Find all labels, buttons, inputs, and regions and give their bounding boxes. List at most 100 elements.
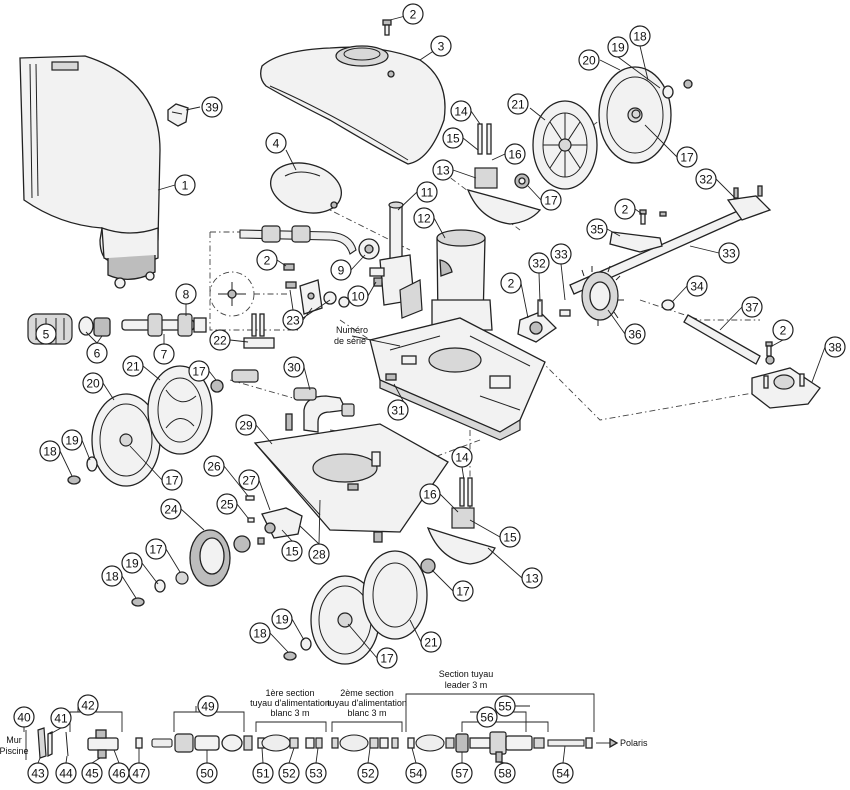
- callout-15: 15: [442, 127, 464, 149]
- callout-17: 17: [376, 647, 398, 669]
- callout-number: 58: [498, 767, 512, 781]
- callout-15: 15: [281, 540, 303, 562]
- callout-10: 10: [347, 285, 369, 307]
- callout-circle: [676, 146, 698, 168]
- callout-circle: [430, 35, 452, 57]
- callout-number: 3: [438, 40, 445, 54]
- callout-47: 47: [128, 762, 150, 784]
- axle-screws-top: [477, 123, 492, 155]
- callout-51: 51: [252, 762, 274, 784]
- callout-number: 26: [207, 460, 221, 474]
- callout-number: 52: [282, 767, 296, 781]
- callout-circle: [238, 469, 260, 491]
- callout-circle: [686, 275, 708, 297]
- leader-hose-label-2: leader 3 m: [445, 680, 488, 690]
- callout-number: 16: [423, 488, 437, 502]
- callout-number: 42: [81, 699, 95, 713]
- callout-16: 16: [504, 143, 526, 165]
- callout-56: 56: [476, 706, 498, 728]
- callout-number: 34: [690, 280, 704, 294]
- callout-number: 19: [125, 557, 139, 571]
- callout-circle: [521, 567, 543, 589]
- callout-circle: [196, 762, 218, 784]
- callout-35: 35: [586, 218, 608, 240]
- callout-number: 10: [351, 290, 365, 304]
- water-distributor-mast: [379, 201, 423, 319]
- callout-29: 29: [235, 414, 257, 436]
- callout-50: 50: [196, 762, 218, 784]
- sweep-valve: [369, 267, 385, 287]
- callout-number: 52: [361, 767, 375, 781]
- callout-circle: [450, 100, 472, 122]
- callout-19: 19: [61, 429, 83, 451]
- callout-circle: [216, 493, 238, 515]
- callout-53: 53: [305, 762, 327, 784]
- callout-18: 18: [249, 622, 271, 644]
- callout-circle: [504, 143, 526, 165]
- callout-leaders: [23, 13, 826, 764]
- callout-number: 54: [556, 767, 570, 781]
- callout-25: 25: [216, 493, 238, 515]
- callout-number: 25: [220, 498, 234, 512]
- callout-circle: [101, 565, 123, 587]
- part-callouts: 2339141819202114151613171711123223533333…: [13, 3, 846, 784]
- callout-number: 53: [309, 767, 323, 781]
- callout-circle: [86, 342, 108, 364]
- callout-circle: [624, 323, 646, 345]
- callout-number: 15: [446, 132, 460, 146]
- polaris-label: Polaris: [620, 738, 648, 748]
- callout-number: 33: [722, 247, 736, 261]
- tire-bottom: [362, 550, 428, 640]
- callout-circle: [442, 127, 464, 149]
- chassis: [369, 317, 546, 441]
- callout-14: 14: [451, 446, 473, 468]
- callout-circle: [500, 272, 522, 294]
- callout-circle: [476, 706, 498, 728]
- callout-circle: [50, 707, 72, 729]
- callout-circle: [77, 694, 99, 716]
- callout-circle: [283, 356, 305, 378]
- callout-circle: [629, 25, 651, 47]
- callout-number: 44: [59, 767, 73, 781]
- callout-circle: [419, 483, 441, 505]
- callout-number: 43: [31, 767, 45, 781]
- callout-55: 55: [494, 695, 516, 717]
- callout-circle: [252, 762, 274, 784]
- callout-circle: [540, 189, 562, 211]
- callout-number: 23: [286, 314, 300, 328]
- callout-circle: [451, 446, 473, 468]
- screw-2-far-right: [765, 341, 773, 357]
- callout-21: 21: [122, 355, 144, 377]
- callout-52: 52: [278, 762, 300, 784]
- drive-wheel-24: [189, 529, 251, 587]
- callout-40: 40: [13, 706, 35, 728]
- callout-2: 2: [402, 3, 424, 25]
- callout-circle: [402, 3, 424, 25]
- hose-row: [25, 727, 619, 763]
- callout-20: 20: [82, 372, 104, 394]
- callout-circle: [507, 93, 529, 115]
- callout-13: 13: [521, 567, 543, 589]
- callout-number: 17: [165, 474, 179, 488]
- callout-17: 17: [676, 146, 698, 168]
- callout-number: 40: [17, 711, 31, 725]
- callout-circle: [271, 608, 293, 630]
- serial-number-label: Numéro: [336, 325, 368, 335]
- callout-number: 21: [511, 98, 525, 112]
- callout-circle: [174, 174, 196, 196]
- callout-21: 21: [507, 93, 529, 115]
- callout-circle: [528, 252, 550, 274]
- bearing-17-top: [631, 109, 641, 119]
- washer-left-front: [67, 456, 98, 485]
- callout-54: 54: [405, 762, 427, 784]
- callout-22: 22: [209, 329, 231, 351]
- callout-2: 2: [772, 319, 794, 341]
- callout-circle: [188, 360, 210, 382]
- callout-circle: [305, 762, 327, 784]
- rear-axle-33: [569, 185, 772, 295]
- tire-rear-right: [532, 100, 598, 190]
- callout-circle: [13, 706, 35, 728]
- callout-17: 17: [161, 469, 183, 491]
- callout-31: 31: [387, 399, 409, 421]
- axle-screws-bottom: [459, 477, 473, 507]
